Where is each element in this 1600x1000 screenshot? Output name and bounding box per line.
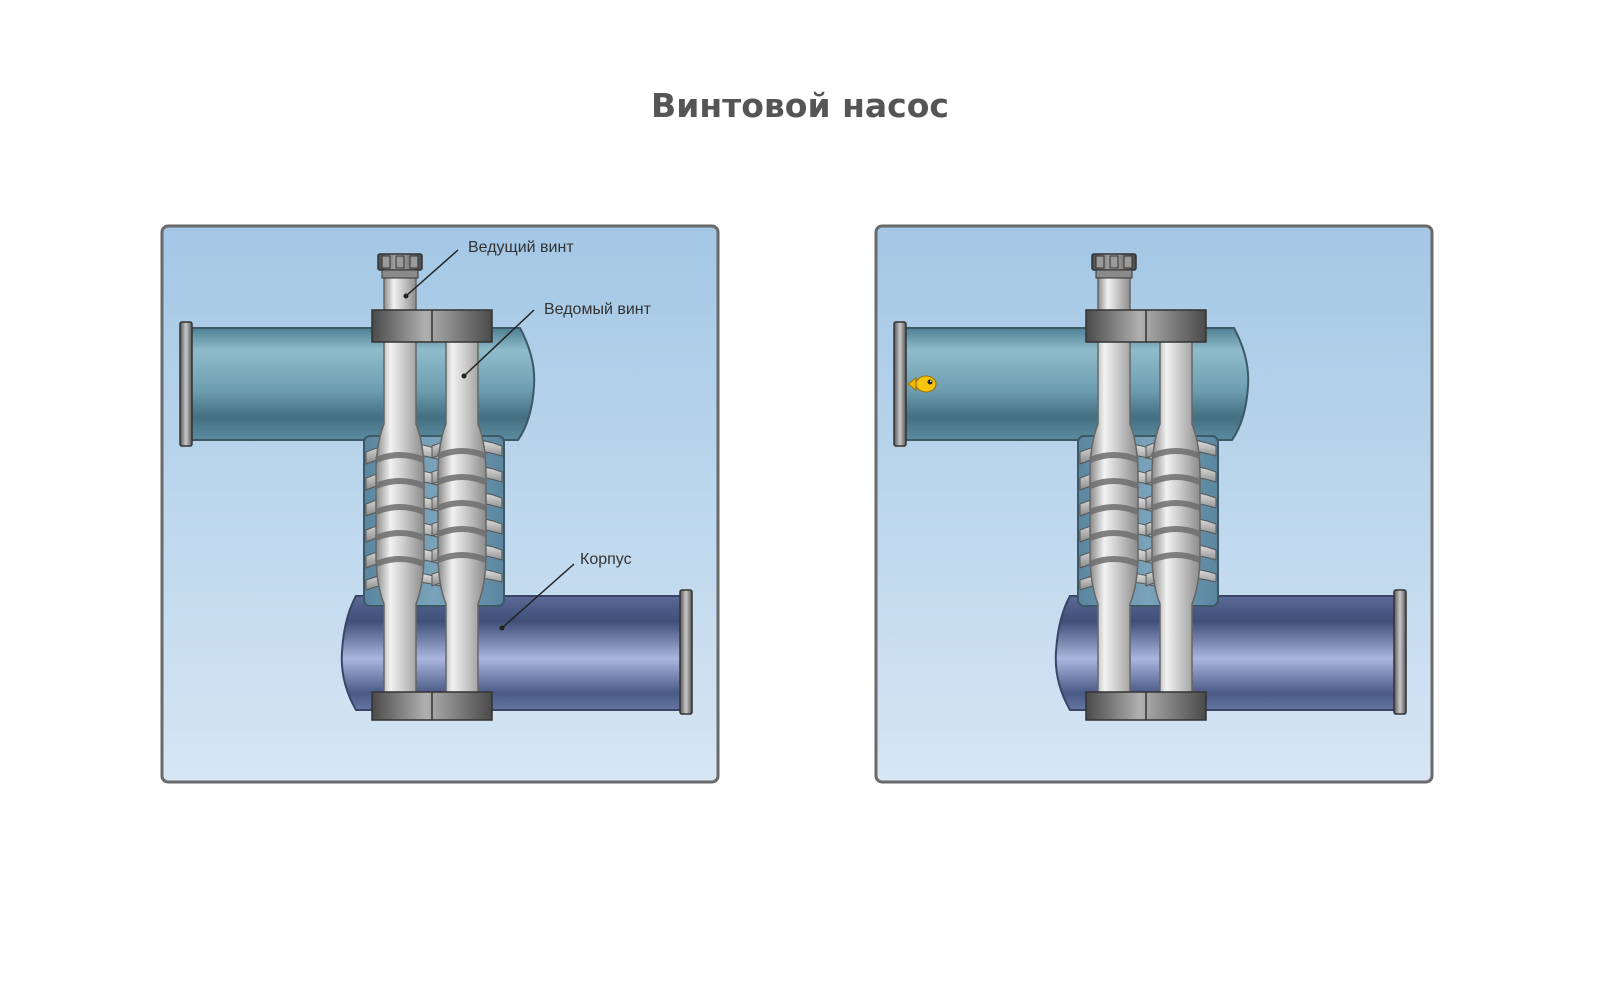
fish-icon — [907, 375, 937, 393]
drive-screw-label: Ведущий винт — [468, 239, 574, 256]
drive-screw-leader — [405, 249, 459, 297]
housing-label: Корпус — [580, 551, 632, 568]
driven-screw-label: Ведомый винт — [544, 301, 652, 318]
driven-screw-leader — [463, 309, 535, 377]
page-title: Винтовой насос — [651, 86, 949, 125]
drive-screw-leader-dot — [403, 293, 409, 299]
driven-screw-leader-dot — [461, 373, 467, 379]
animated-pump-diagram — [874, 224, 1434, 784]
housing-leader — [501, 563, 575, 629]
housing-leader-dot — [499, 625, 505, 631]
labeled-pump-diagram: Ведущий винт Ведомый винт Корпус — [160, 224, 720, 784]
pump-drawing — [876, 226, 1432, 782]
